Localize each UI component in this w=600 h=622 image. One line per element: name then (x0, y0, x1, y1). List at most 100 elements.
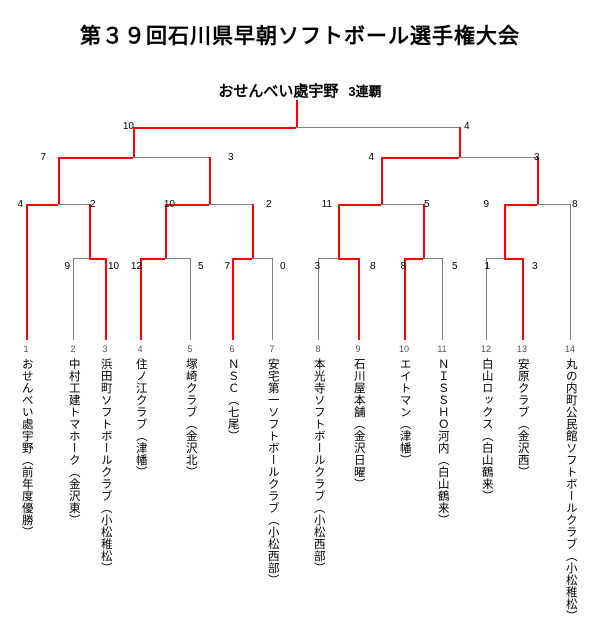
r2-match4-right-bye-stem (570, 204, 571, 340)
team-name-11: ＮＩＳＳＨＯ河内（白山鶴来） (436, 358, 449, 526)
r1-match2-right-stem (190, 258, 191, 340)
team-name-3: 浜田町ソフトボールクラブ（小松稚松） (99, 358, 112, 574)
seed-number-9: 9 (355, 344, 361, 354)
r2-match4-bar-left (504, 204, 537, 206)
r1-match2-riser (165, 204, 167, 258)
seed-number-5: 5 (187, 344, 193, 354)
score-r1-m3-left: 7 (224, 261, 230, 272)
r2-match3-bar-right (380, 204, 423, 205)
score-r2-m3-right: 5 (424, 199, 430, 210)
champion-streak: 3連覇 (348, 84, 382, 99)
r1-match6-right-stem (522, 258, 524, 340)
r1-match6-bar-left (486, 258, 504, 259)
seed-number-14: 14 (564, 344, 575, 354)
seed-number-13: 13 (516, 344, 527, 354)
r1-match2-left-stem (140, 258, 142, 340)
r1-match5-bar-right (423, 258, 442, 259)
r2-match1-bar-right (57, 204, 89, 205)
score-r1-m5-left: 8 (400, 261, 406, 272)
champion-banner: おせんべい處宇野 3連覇 (0, 80, 600, 101)
r3-match1-bar-right (133, 157, 209, 158)
r1-match6-riser (504, 204, 506, 258)
seed-number-8: 8 (315, 344, 321, 354)
r1-match3-bar-right (252, 258, 272, 259)
final-bar-right (295, 127, 459, 128)
score-r3-m2-left: 4 (368, 152, 374, 163)
r1-match5-riser (423, 204, 425, 258)
r2-match1-bar-left (26, 204, 58, 206)
r2-match4-riser (537, 157, 539, 204)
team-name-6: ＮＳＣ（七尾） (226, 358, 239, 442)
team-name-1: おせんべい處宇野（前年度優勝） (20, 358, 33, 538)
r3-match1-riser (133, 127, 135, 157)
r2-match3-bar-left (338, 204, 381, 206)
champion-stem (295, 100, 298, 127)
r1-match3-riser (252, 204, 254, 258)
team-name-10: エイトマン（津幡） (398, 358, 411, 466)
seed-number-1: 1 (23, 344, 29, 354)
r1-match1-riser (89, 204, 91, 258)
score-r1-m2-right: 5 (198, 261, 204, 272)
r2-match3-riser (380, 157, 383, 204)
r2-match2-bar-left (165, 204, 209, 206)
r1-match4-riser (338, 204, 340, 258)
seed-number-10: 10 (398, 344, 409, 354)
score-r1-m6-left: 1 (484, 261, 490, 272)
r3-match1-bar-left (57, 157, 133, 159)
seed-number-12: 12 (480, 344, 491, 354)
score-r3-m1-left: 7 (40, 152, 46, 163)
seed-number-6: 6 (229, 344, 235, 354)
r1-match3-bar-left (232, 258, 252, 260)
r1-match4-left-stem (318, 258, 319, 340)
r1-match4-bar-right (338, 258, 358, 260)
score-r1-m6-right: 3 (532, 261, 538, 272)
r1-match5-left-stem (404, 258, 406, 340)
score-r2-m2-left: 10 (163, 199, 175, 210)
score-r3-m2-right: 3 (534, 152, 540, 163)
champion-name: おせんべい處宇野 (218, 83, 339, 100)
score-r2-m4-left: 9 (483, 199, 489, 210)
r3-match2-bar-left (380, 157, 459, 159)
team-name-9: 石川屋本舗（金沢日曜） (352, 358, 365, 490)
r2-match4-bar-right (537, 204, 570, 205)
r1-match2-bar-left (140, 258, 165, 260)
score-final-left: 10 (122, 121, 134, 132)
score-r1-m2-left: 12 (130, 261, 142, 272)
seed-number-7: 7 (269, 344, 275, 354)
team-name-14: 丸の内町公民館ソフトボールクラブ（小松稚松） (564, 358, 577, 622)
r1-match4-right-stem (358, 258, 360, 340)
r1-match1-bar-right (89, 258, 105, 260)
final-bar-left (133, 127, 296, 129)
r1-match6-bar-right (504, 258, 522, 260)
score-r1-m4-right: 8 (370, 261, 376, 272)
seed-number-2: 2 (70, 344, 76, 354)
r1-match1-right-stem (105, 258, 107, 340)
r1-match3-right-stem (272, 258, 273, 340)
r2-match1-left-bye-stem (26, 204, 28, 340)
team-name-8: 本光寺ソフトボールクラブ（小松西部） (312, 358, 325, 574)
page-title: 第３９回石川県早朝ソフトボール選手権大会 (80, 25, 520, 48)
score-r2-m2-right: 2 (266, 199, 272, 210)
r3-match2-bar-right (458, 157, 537, 158)
r1-match3-left-stem (232, 258, 234, 340)
score-final-right: 4 (464, 121, 470, 132)
seed-number-3: 3 (102, 344, 108, 354)
score-r1-m1-right: 10 (108, 261, 120, 272)
team-name-12: 白山ロックス（白山鶴来） (480, 358, 493, 502)
score-r2-m1-right: 2 (90, 199, 96, 210)
r3-match2-riser (458, 127, 461, 157)
r1-match4-bar-left (318, 258, 338, 259)
score-r1-m5-right: 5 (452, 261, 458, 272)
score-r1-m3-right: 0 (280, 261, 286, 272)
score-r3-m1-right: 3 (228, 152, 234, 163)
score-r2-m3-left: 11 (321, 199, 332, 210)
seed-number-4: 4 (137, 344, 143, 354)
r1-match1-bar-left (73, 258, 89, 259)
r2-match2-riser (208, 157, 211, 204)
r2-match1-riser (57, 157, 60, 204)
team-name-5: 塚崎クラブ（金沢北） (184, 358, 197, 478)
r1-match1-left-stem (73, 258, 74, 340)
r2-match2-bar-right (208, 204, 252, 205)
r1-match5-bar-left (404, 258, 423, 260)
